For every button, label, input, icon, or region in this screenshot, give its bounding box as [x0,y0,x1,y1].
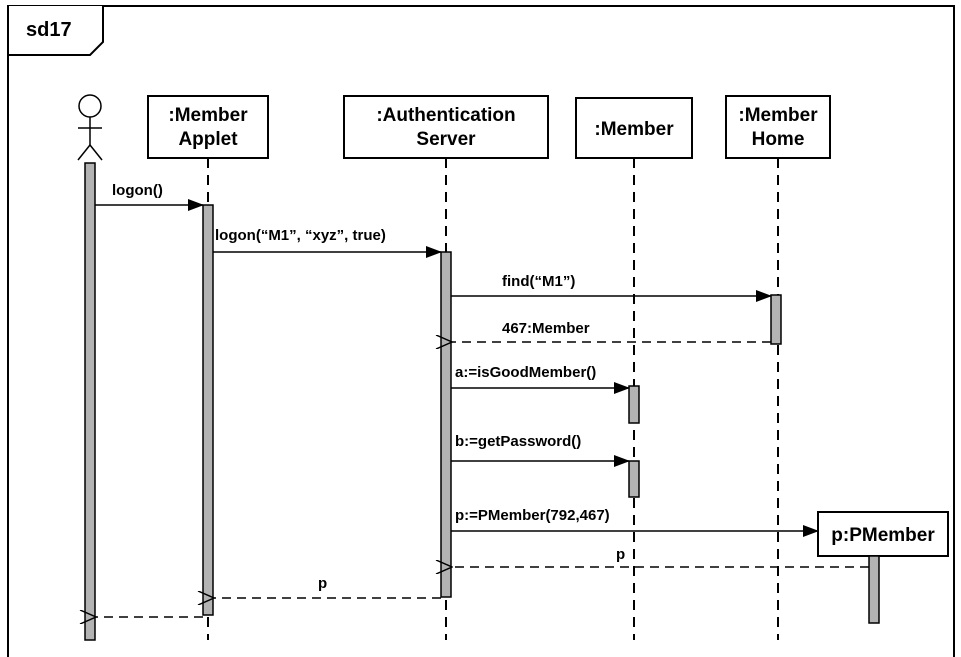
participant-label-line: Home [752,129,805,150]
actor-stick-figure [77,94,103,161]
message-return-467-member: 467:Member [452,320,771,342]
activation-member-2 [628,460,640,498]
activation-member-home [770,294,782,345]
message-label: p [616,546,625,563]
message-is-good-member: a:=isGoodMember() [451,364,630,394]
participant-member: :Member [575,97,693,159]
participant-label-line: :Authentication [376,105,515,126]
participant-member-home: :Member Home [725,95,831,159]
message-label: b:=getPassword() [455,433,581,450]
message-label: a:=isGoodMember() [455,364,596,381]
message-label: p:=PMember(792,467) [455,507,610,524]
activation-auth-server [440,251,452,598]
message-logon: logon() [95,182,204,211]
message-label: logon() [112,182,163,199]
participant-label-line: Server [416,129,476,150]
participant-label-line: p:PMember [831,525,935,546]
frame: sd17 [7,5,955,657]
message-create-pmember: p:=PMember(792,467) [451,507,819,537]
activation-actor [84,162,96,641]
activation-member-applet [202,204,214,616]
activation-member-1 [628,385,640,424]
frame-label: sd17 [26,19,72,41]
frame-tab [7,6,104,56]
participant-label-line: :Member [168,105,248,126]
message-return-p-to-applet: p [214,575,441,598]
participant-label-line: :Member [738,105,818,126]
participant-pmember: p:PMember [817,511,949,557]
message-label: p [318,575,327,592]
message-return-p-from-pmember: p [452,546,869,567]
participant-label-line: Applet [178,129,238,150]
message-label: logon(“M1”, “xyz”, true) [215,227,386,244]
message-label: 467:Member [502,320,590,337]
participant-auth-server: :Authentication Server [343,95,549,159]
message-label: find(“M1”) [502,273,575,290]
message-find: find(“M1”) [451,273,772,302]
participant-member-applet: :Member Applet [147,95,269,159]
activation-pmember [868,555,880,624]
message-get-password: b:=getPassword() [451,433,630,467]
participant-label-line: :Member [594,119,674,140]
message-logon-m1: logon(“M1”, “xyz”, true) [213,227,442,258]
